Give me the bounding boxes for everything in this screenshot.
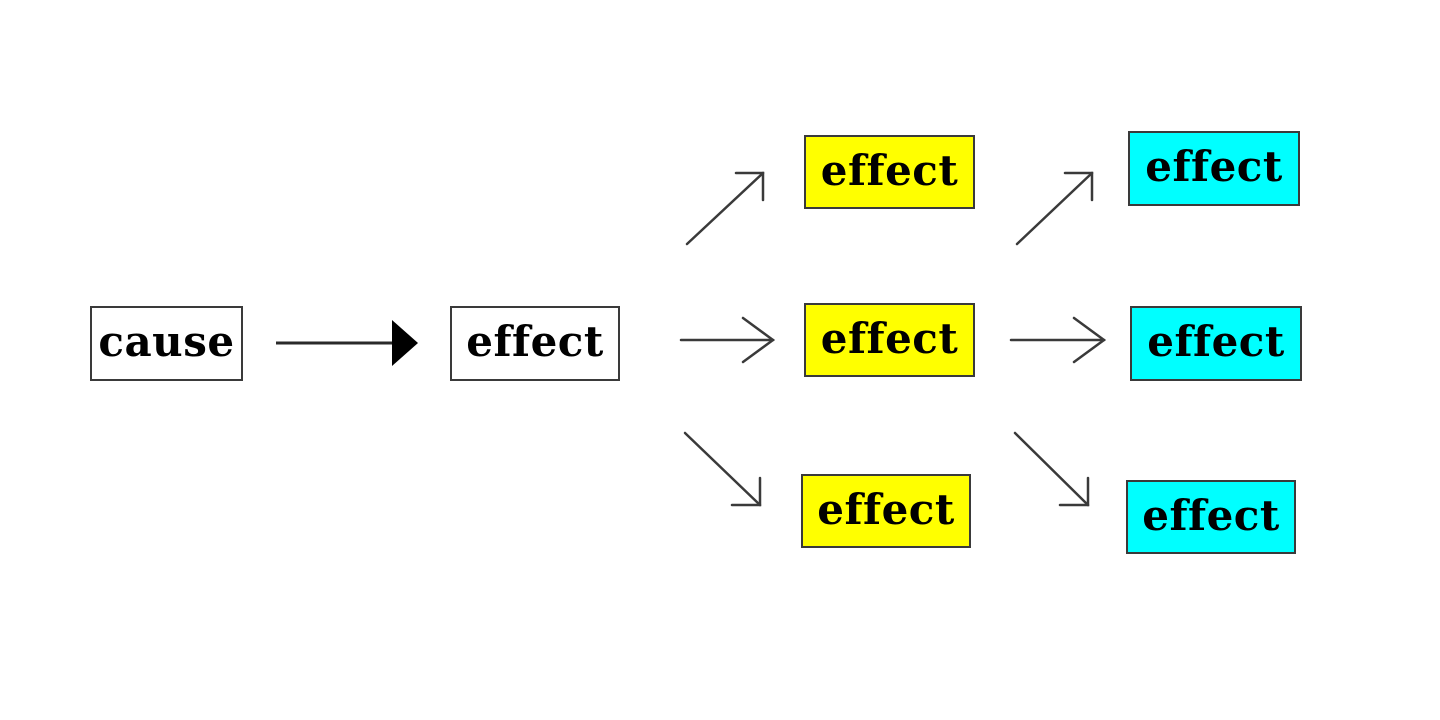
arrow-bottom-effect-to-bottom-effect [1013, 431, 1090, 507]
effect-box-level3-top: effect [1128, 131, 1300, 206]
arrow-effect-to-bottom-effect [683, 431, 762, 507]
arrow-effect-to-top-effect [685, 171, 765, 246]
effect-box-level2-top: effect [804, 135, 975, 209]
effect-box-level1: effect [450, 306, 620, 381]
arrow-effect-to-middle-effect [679, 316, 776, 364]
effect-box-level2-middle: effect [804, 303, 975, 377]
cause-box: cause [90, 306, 243, 381]
arrow-cause-to-effect [276, 320, 418, 366]
arrow-top-effect-to-top-effect [1015, 171, 1094, 246]
effect-box-level2-bottom: effect [801, 474, 971, 548]
effect-box-level3-middle: effect [1130, 306, 1302, 381]
arrow-middle-effect-to-middle-effect [1009, 316, 1107, 364]
effect-box-level3-bottom: effect [1126, 480, 1296, 554]
